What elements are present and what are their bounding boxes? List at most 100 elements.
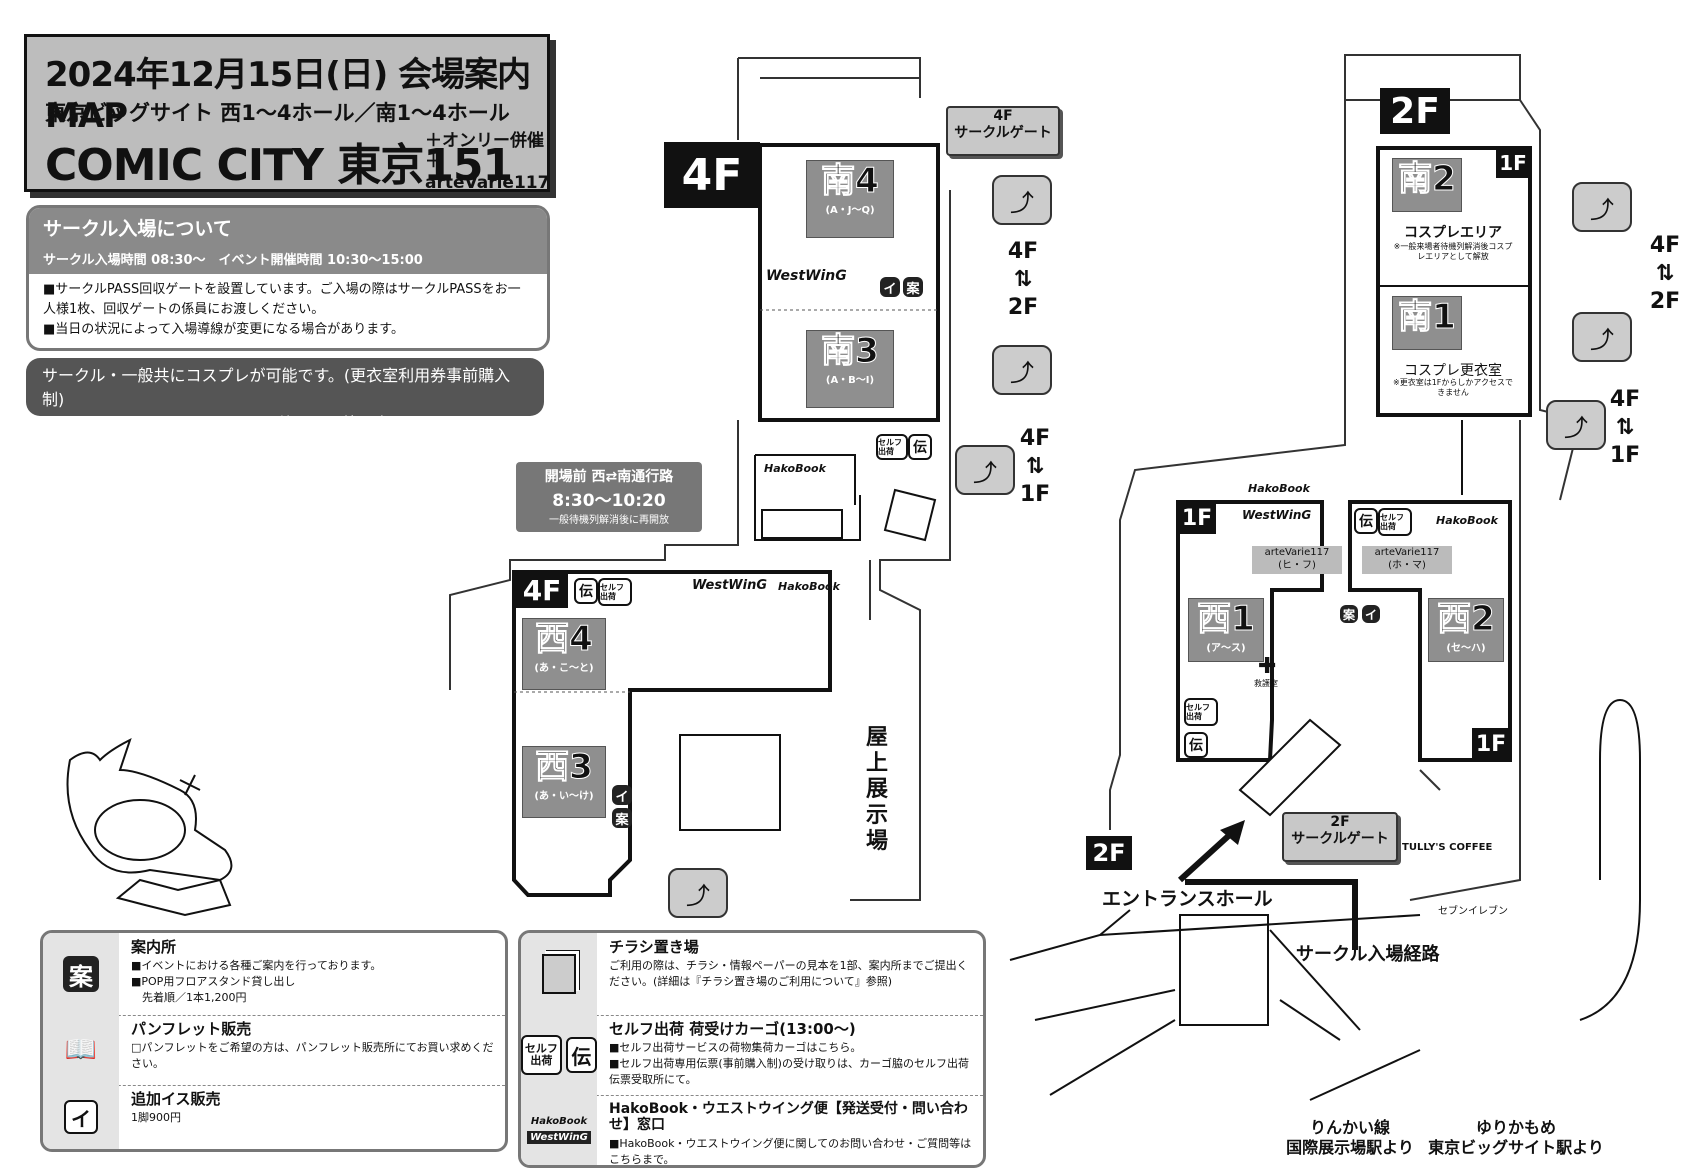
escalator-label-d: 4F ⇅ 1F xyxy=(1609,387,1641,468)
self-shipping-icon-w[interactable]: セルフ出荷 xyxy=(598,578,632,606)
legend-icon-cell: セルフ出荷伝 xyxy=(521,1015,597,1095)
legend-text: チラシ置き場ご利用の際は、チラシ・情報ペーパーの見本を1部、案内所までご提出くだ… xyxy=(609,939,975,990)
hakobook-marker-s[interactable]: HakoBook xyxy=(764,462,826,475)
hall-minami3-name: 南3 xyxy=(821,331,880,372)
artevarie-booth-left[interactable]: arteVarie117 (ヒ・フ) xyxy=(1252,546,1342,574)
escalator-icon-c[interactable]: ⤴ xyxy=(955,445,1015,495)
info-desk-icon[interactable]: 案 xyxy=(903,277,923,297)
entry-note-2: ■当日の状況によって入場導線が変更になる場合があります。 xyxy=(43,322,404,337)
hall-minami4[interactable]: 南4 (A・J〜Q) xyxy=(806,160,894,238)
floor-label-2f-entrance: 2F xyxy=(1086,836,1132,870)
entrance-hall-label[interactable]: エントランスホール xyxy=(1102,888,1273,910)
legend-body: ■HakoBook・ウエストウイング便に関してのお問い合わせ・ご質問等はこちらま… xyxy=(609,1137,972,1166)
gate-2f-circle[interactable]: 2F サークルゲート xyxy=(1282,812,1398,862)
self-shipping-icon: セルフ出荷 xyxy=(521,1035,562,1075)
cosplay-area-label: コスプレエリア xyxy=(1404,225,1502,241)
hall-minami1[interactable]: 南1 xyxy=(1392,296,1462,350)
escalator-glyph: ⤴ xyxy=(1590,325,1614,354)
chair-sales-icon[interactable]: イ xyxy=(880,277,900,297)
first-aid-label: 救護室 xyxy=(1254,679,1278,688)
hall-minami3[interactable]: 南3 (A・B〜I) xyxy=(806,330,894,408)
escalator-icon-a[interactable]: ⤴ xyxy=(992,175,1052,225)
hall-nishi4-range: (あ・こ〜と) xyxy=(534,663,594,674)
rinkai-line-label: りんかい線 国際展示場駅より xyxy=(1286,1118,1414,1157)
chair-sales-icon-w[interactable]: イ xyxy=(612,785,632,805)
chair-sales-icon-e[interactable]: イ xyxy=(1362,605,1380,623)
legend-text: 追加イス販売 1脚900円 xyxy=(131,1091,497,1126)
legend-body: ■セルフ出荷サービスの荷物集荷カーゴはこちら。 ■セルフ出荷専用伝票(事前購入制… xyxy=(609,1041,969,1086)
westwing-marker-s4[interactable]: WestWinG xyxy=(766,268,847,284)
entry-times: サークル入場時間 08:30〜 イベント開催時間 10:30〜15:00 xyxy=(43,253,423,268)
legend-title: パンフレット販売 xyxy=(131,1020,252,1038)
hall-nishi3-name: 西3 xyxy=(535,747,594,788)
legend-text: HakoBook・ウエストウイング便【発送受付・問い合わせ】窓口■HakoBoo… xyxy=(609,1101,975,1166)
hakobook-marker-e2[interactable]: HakoBook xyxy=(1436,514,1498,527)
hall-nishi3[interactable]: 西3 (あ・い〜け) xyxy=(522,746,606,818)
event-header: 2024年12月15日(日) 会場案内MAP 東京ビッグサイト 西1〜4ホール／… xyxy=(24,34,550,194)
info-desk-icon-w[interactable]: 案 xyxy=(612,808,632,828)
escalator-glyph: ⤴ xyxy=(1010,188,1034,217)
circle-entry-info: サークル入場について サークル入場時間 08:30〜 イベント開催時間 10:3… xyxy=(26,205,550,351)
escalator-icon-b[interactable]: ⤴ xyxy=(992,345,1052,395)
gate-4f-circle[interactable]: 4F サークルゲート xyxy=(946,106,1060,156)
circle-route-label: サークル入場経路 xyxy=(1296,944,1440,965)
hall-minami1-name: 南1 xyxy=(1398,297,1457,338)
legend-title: セルフ出荷 荷受けカーゴ(13:00〜) xyxy=(609,1020,856,1038)
westwing-marker-w[interactable]: WestWinG xyxy=(692,578,767,593)
flyer-stack-icon xyxy=(542,954,576,994)
den-icon-e2[interactable]: 伝 xyxy=(1184,732,1208,758)
venue-halls: 東京ビッグサイト 西1〜4ホール／南1〜4ホール xyxy=(45,101,510,125)
legend-text: パンフレット販売 □パンフレットをご希望の方は、パンフレット販売所にてお買い求めく… xyxy=(131,1021,497,1072)
event-name: COMIC CITY 東京151 xyxy=(45,140,513,191)
hall-nishi1[interactable]: 西1 (ア〜ス) xyxy=(1188,598,1264,662)
pamphlet-book-icon: 📖 xyxy=(64,1035,98,1065)
legend-left: 案 案内所■イベントにおける各種ご案内を行っております。 ■POP用フロアスタン… xyxy=(40,930,508,1152)
den-icon-w[interactable]: 伝 xyxy=(574,578,598,604)
escalator-icon-e2[interactable]: ⤴ xyxy=(1572,312,1632,362)
hall-minami2[interactable]: 南2 xyxy=(1392,158,1462,212)
info-desk-icon-e[interactable]: 案 xyxy=(1340,605,1358,623)
hall-nishi2-name: 西2 xyxy=(1437,599,1496,640)
den-icon-s[interactable]: 伝 xyxy=(908,434,932,460)
entrance-area xyxy=(1009,909,1421,1101)
loop-road xyxy=(1579,698,1641,1021)
hakobook-marker-e1[interactable]: HakoBook xyxy=(1248,482,1310,495)
event-date-title: 2024年12月15日(日) 会場案内MAP xyxy=(45,55,531,136)
den-icon: 伝 xyxy=(565,1037,597,1073)
legend-title: 追加イス販売 xyxy=(131,1090,221,1108)
legend-body: ご利用の際は、チラシ・情報ペーパーの見本を1部、案内所までご提出ください。(詳細… xyxy=(609,959,968,988)
legend-body: 1脚900円 xyxy=(131,1111,181,1124)
escalator-icon-w[interactable]: ⤴ xyxy=(668,868,728,918)
hall-nishi4-name: 西4 xyxy=(535,619,594,660)
legend-title: チラシ置き場 xyxy=(609,938,699,956)
rooftop-exhibition[interactable]: 屋上展示場 xyxy=(866,725,889,854)
escalator-icon-e1[interactable]: ⤴ xyxy=(1572,182,1632,232)
yurikamome-label: ゆりかもめ 東京ビッグサイト駅より xyxy=(1428,1118,1604,1157)
changing-room-label: コスプレ更衣室 xyxy=(1404,363,1502,379)
self-shipping-icon-s[interactable]: セルフ出荷 xyxy=(876,434,908,460)
escalator-glyph: ⤴ xyxy=(1590,195,1614,224)
hall-nishi4[interactable]: 西4 (あ・こ〜と) xyxy=(522,618,606,690)
first-aid-icon[interactable]: ✚ xyxy=(1258,654,1277,679)
legend-body: □パンフレットをご希望の方は、パンフレット販売所にてお買い求めください。 xyxy=(131,1041,494,1070)
hall-nishi1-range: (ア〜ス) xyxy=(1206,643,1246,654)
hall-minami3-range: (A・B〜I) xyxy=(825,375,875,386)
event-sub: ＋オンリー併催 ＋arteVarie117 xyxy=(425,131,549,194)
escalator-icon-e3[interactable]: ⤴ xyxy=(1546,400,1606,450)
westwing-marker-e[interactable]: WestWinG xyxy=(1242,508,1312,522)
hall-nishi2[interactable]: 西2 (セ〜ハ) xyxy=(1428,598,1504,662)
legend-body: ■イベントにおける各種ご案内を行っております。 ■POP用フロアスタンド貸し出し… xyxy=(131,959,382,1004)
self-shipping-icon-e2[interactable]: セルフ出荷 xyxy=(1184,698,1218,726)
tullys-coffee-label[interactable]: TULLY'S COFFEE xyxy=(1402,842,1493,853)
escalator-label-c: 4F ⇅ 2F xyxy=(1649,233,1681,314)
artevarie-booth-right[interactable]: arteVarie117 (ホ・マ) xyxy=(1362,546,1452,574)
den-icon-e[interactable]: 伝 xyxy=(1354,508,1378,534)
hakobook-marker-w[interactable]: HakoBook xyxy=(778,580,840,593)
self-shipping-icon-e[interactable]: セルフ出荷 xyxy=(1378,508,1412,536)
legend-row-info: 案 案内所■イベントにおける各種ご案内を行っております。 ■POP用フロアスタン… xyxy=(43,933,505,1016)
seven-eleven-label[interactable]: セブンイレブン xyxy=(1438,906,1508,917)
escalator-glyph: ⤴ xyxy=(1564,413,1588,442)
floor-label-1f-e: 1F xyxy=(1472,728,1510,760)
